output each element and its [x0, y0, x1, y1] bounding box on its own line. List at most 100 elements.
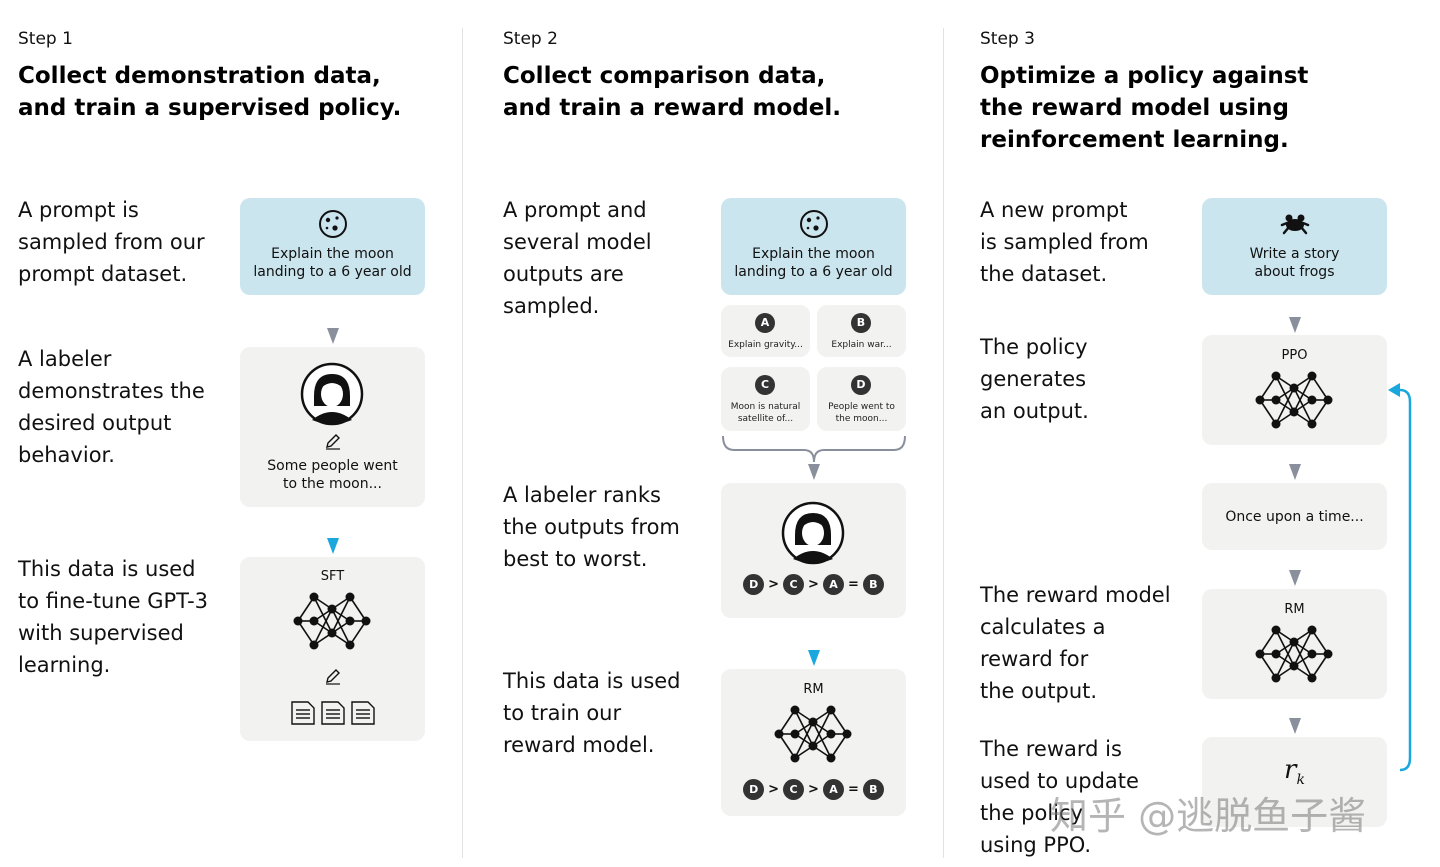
neural-net-node: [345, 616, 355, 626]
pencil-icon: [326, 669, 340, 685]
feedback-loop-arrow: [1388, 383, 1412, 772]
rank-op: >: [808, 577, 819, 592]
neural-net-node: [1271, 371, 1281, 381]
output-letter-d: D: [851, 375, 871, 395]
neural-net-node: [327, 628, 337, 638]
rank-a: A: [822, 574, 844, 595]
step3-label: Step 3: [980, 29, 1035, 49]
neural-net-icon: [1255, 371, 1333, 429]
rank-c: C: [783, 574, 805, 595]
rank-op: >: [768, 577, 780, 592]
neural-net-icon: [1255, 625, 1333, 683]
neural-net-node: [1307, 371, 1317, 381]
neural-net-node: [1255, 395, 1265, 405]
reward-value: rk: [1284, 755, 1305, 789]
output-letter-b: B: [851, 313, 871, 333]
watermark-text: 知乎 @逃脱鱼子酱: [1050, 794, 1367, 838]
step2-title: Collect comparison data,and train a rewa…: [503, 63, 841, 121]
neural-net-node: [1271, 625, 1281, 635]
neural-net-icon: [293, 592, 371, 650]
step2-labeler-box: D > C > A = B: [721, 483, 906, 618]
neural-net-node: [327, 604, 337, 614]
rank-b: B: [862, 574, 884, 595]
rank-op: >: [808, 782, 819, 797]
ppo-label: PPO: [1281, 348, 1308, 363]
output-text-b: Explain war...: [831, 340, 892, 350]
neural-net-node: [361, 616, 371, 626]
neural-net-node: [1307, 395, 1317, 405]
documents-icon: [291, 701, 375, 725]
arrow-down-gray-2: [1289, 317, 1301, 333]
rank-a: A: [822, 779, 844, 800]
step3-reward-box: rk: [1202, 737, 1387, 827]
neural-net-node: [1307, 419, 1317, 429]
arrow-down-gray-5: [1289, 718, 1301, 734]
rank-op: =: [847, 782, 859, 797]
neural-net-node: [774, 729, 784, 739]
output-text-a: Explain gravity...: [728, 340, 803, 350]
output-text: Once upon a time...: [1225, 509, 1364, 525]
neural-net-node: [808, 717, 818, 727]
step3-rm-box: RM: [1202, 589, 1387, 699]
neural-net-node: [1307, 649, 1317, 659]
neural-net-node: [1323, 395, 1333, 405]
labeler-avatar-icon: [300, 362, 364, 426]
neural-net-node: [826, 753, 836, 763]
neural-net-node: [1289, 383, 1299, 393]
rm-label: RM: [1284, 602, 1305, 617]
step3-ppo-box: PPO: [1202, 335, 1387, 445]
moon-icon: [800, 210, 828, 238]
neural-net-node: [1323, 649, 1333, 659]
neural-net-node: [790, 705, 800, 715]
rank-c: C: [783, 779, 805, 800]
output-card-b: B Explain war...: [817, 305, 906, 357]
neural-net-icon: [774, 705, 852, 763]
arrow-down-blue-2: [808, 650, 820, 666]
neural-net-node: [1255, 649, 1265, 659]
neural-net-node: [790, 729, 800, 739]
neural-net-node: [826, 705, 836, 715]
step2-rm-box: RM D > C > A = B: [721, 669, 906, 816]
arrow-down-blue-1: [327, 538, 339, 554]
output-card-a: A Explain gravity...: [721, 305, 810, 357]
arrow-down-gray-1: [327, 328, 339, 344]
neural-net-node: [1271, 673, 1281, 683]
rank-b: B: [862, 779, 884, 800]
step1-sft-box: SFT: [240, 557, 425, 741]
neural-net-node: [1271, 649, 1281, 659]
neural-net-node: [293, 616, 303, 626]
neural-net-node: [1289, 637, 1299, 647]
bracket-merge-arrow: [722, 435, 906, 480]
rank-op: >: [768, 782, 780, 797]
step2-label: Step 2: [503, 29, 558, 49]
pencil-icon: [326, 434, 340, 450]
arrow-down-gray-3: [1289, 464, 1301, 480]
neural-net-node: [808, 741, 818, 751]
moon-icon: [319, 210, 347, 238]
labeler-avatar-icon: [781, 501, 845, 565]
neural-net-node: [309, 592, 319, 602]
output-letter-a: A: [755, 313, 775, 333]
neural-net-node: [1307, 673, 1317, 683]
frog-icon: [1280, 214, 1310, 235]
sft-label: SFT: [320, 569, 345, 584]
